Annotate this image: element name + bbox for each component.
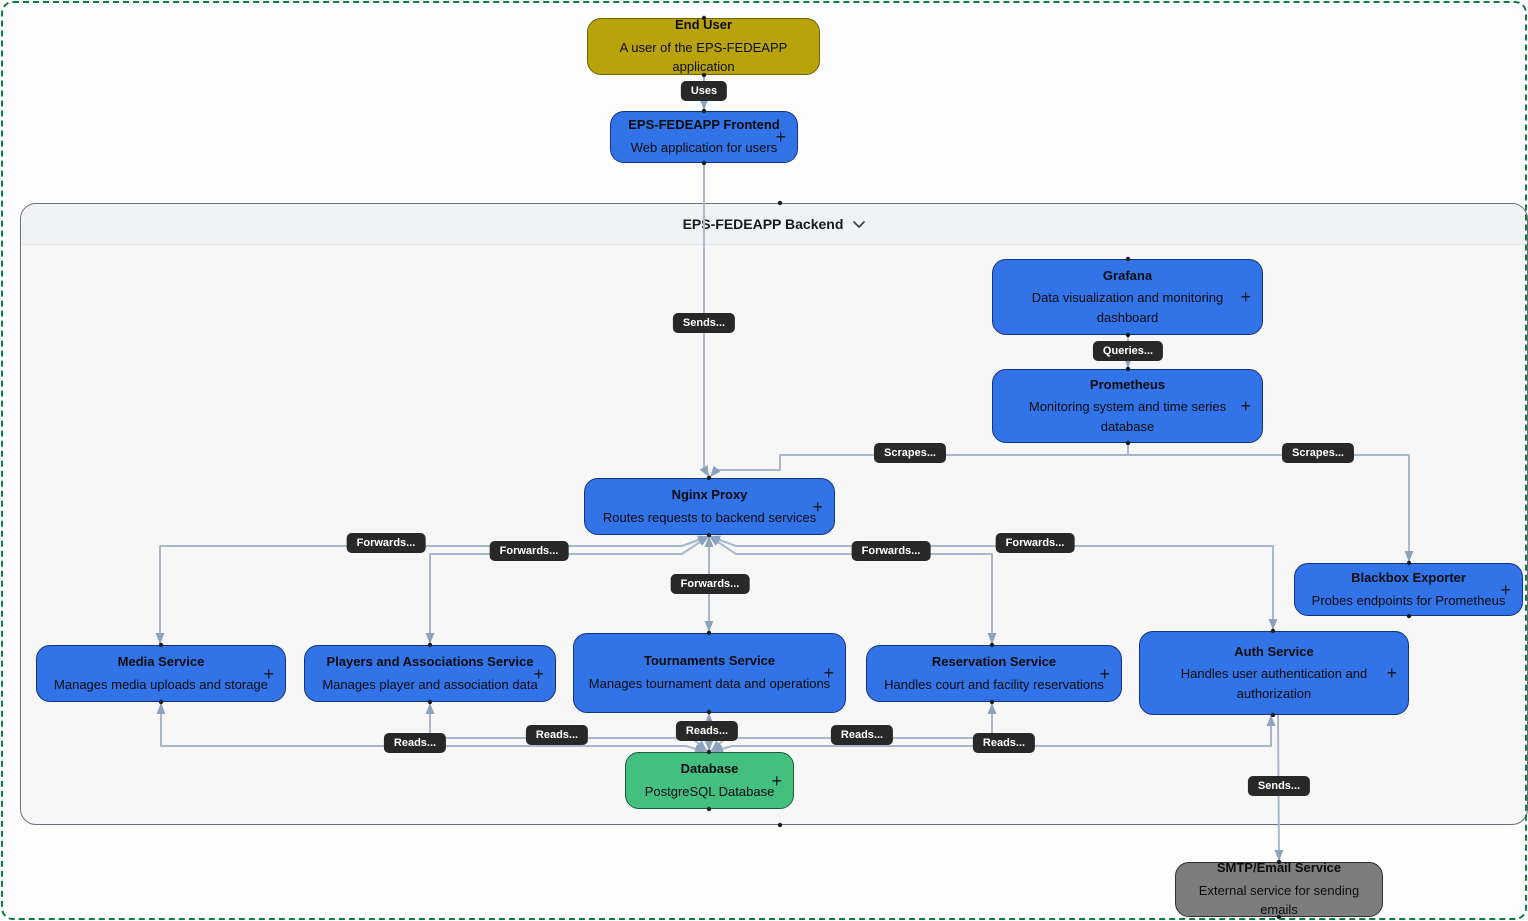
node-frontend[interactable]: EPS-FEDEAPP Frontend Web application for… bbox=[610, 111, 798, 163]
backend-container[interactable]: EPS-FEDEAPP Backend bbox=[20, 203, 1528, 825]
node-grafana[interactable]: Grafana Data visualization and monitorin… bbox=[992, 259, 1263, 335]
chevron-down-icon[interactable] bbox=[853, 221, 866, 229]
node-description: Data visualization and monitoring dashbo… bbox=[1031, 290, 1224, 325]
node-description: Routes requests to backend services bbox=[602, 509, 817, 525]
edge-label-reads-media[interactable]: Reads... bbox=[383, 733, 447, 753]
edge-label-reads-players[interactable]: Reads... bbox=[525, 725, 589, 745]
node-description: Handles user authentication and authoriz… bbox=[1180, 666, 1368, 701]
node-title: Blackbox Exporter bbox=[1351, 569, 1466, 585]
backend-container-title: EPS-FEDEAPP Backend bbox=[682, 216, 844, 232]
expand-plus-icon[interactable]: + bbox=[771, 770, 782, 791]
node-description: Probes endpoints for Prometheus bbox=[1311, 592, 1506, 608]
node-end-user[interactable]: End User A user of the EPS-FEDEAPP appli… bbox=[587, 17, 820, 75]
node-description: Monitoring system and time series databa… bbox=[1028, 399, 1227, 434]
expand-plus-icon[interactable]: + bbox=[1386, 663, 1397, 683]
node-description: PostgreSQL Database bbox=[644, 783, 775, 799]
node-title: EPS-FEDEAPP Frontend bbox=[628, 117, 780, 133]
expand-plus-icon[interactable]: + bbox=[812, 496, 823, 517]
edge-scrapes-blackbox[interactable] bbox=[1127, 443, 1410, 562]
edge-label-reads-auth[interactable]: Reads... bbox=[972, 733, 1036, 753]
node-description: A user of the EPS-FEDEAPP application bbox=[619, 39, 788, 75]
node-title: Auth Service bbox=[1234, 643, 1314, 659]
node-title: Prometheus bbox=[1089, 376, 1166, 392]
node-description: Web application for users bbox=[630, 140, 778, 156]
node-description: Handles court and facility reservations bbox=[884, 676, 1104, 692]
node-title: Nginx Proxy bbox=[671, 486, 748, 502]
node-title: Media Service bbox=[117, 653, 205, 669]
expand-plus-icon[interactable]: + bbox=[533, 663, 544, 684]
node-tournaments[interactable]: Tournaments Service Manages tournament d… bbox=[573, 633, 846, 713]
edge-label-sends-to-nginx[interactable]: Sends... bbox=[672, 313, 736, 333]
node-media[interactable]: Media Service Manages media uploads and … bbox=[36, 645, 286, 702]
node-prometheus[interactable]: Prometheus Monitoring system and time se… bbox=[992, 369, 1263, 443]
edge-sends-to-nginx[interactable] bbox=[703, 163, 710, 478]
node-reservation[interactable]: Reservation Service Handles court and fa… bbox=[866, 645, 1122, 702]
edge-label-forwards-tournaments[interactable]: Forwards... bbox=[670, 574, 750, 594]
node-description: External service for sending emails bbox=[1198, 882, 1360, 918]
node-description: Manages media uploads and storage bbox=[54, 676, 268, 692]
edge-label-forwards-players[interactable]: Forwards... bbox=[489, 541, 569, 561]
edge-label-forwards-media[interactable]: Forwards... bbox=[346, 533, 426, 553]
edge-label-uses[interactable]: Uses bbox=[680, 81, 728, 101]
edge-label-forwards-reservation[interactable]: Forwards... bbox=[851, 541, 931, 561]
edge-label-reads-reservation[interactable]: Reads... bbox=[830, 725, 894, 745]
node-title: Database bbox=[680, 760, 739, 776]
node-blackbox[interactable]: Blackbox Exporter Probes endpoints for P… bbox=[1294, 563, 1523, 616]
expand-plus-icon[interactable]: + bbox=[1240, 287, 1251, 307]
node-title: Players and Associations Service bbox=[326, 653, 534, 669]
edge-label-scrapes-nginx[interactable]: Scrapes... bbox=[874, 443, 946, 463]
node-players[interactable]: Players and Associations Service Manages… bbox=[304, 645, 556, 702]
expand-plus-icon[interactable]: + bbox=[263, 663, 274, 684]
node-title: Reservation Service bbox=[931, 653, 1057, 669]
node-title: End User bbox=[674, 17, 733, 33]
node-description: Manages player and association data bbox=[322, 676, 538, 692]
node-title: SMTP/Email Service bbox=[1216, 860, 1342, 876]
node-auth[interactable]: Auth Service Handles user authentication… bbox=[1139, 631, 1409, 715]
backend-container-header: EPS-FEDEAPP Backend bbox=[21, 204, 1527, 245]
expand-plus-icon[interactable]: + bbox=[1240, 396, 1251, 416]
expand-plus-icon[interactable]: + bbox=[1099, 663, 1110, 684]
edge-label-scrapes-blackbox[interactable]: Scrapes... bbox=[1282, 443, 1354, 463]
edge-label-sends-email[interactable]: Sends... bbox=[1247, 776, 1311, 796]
node-title: Tournaments Service bbox=[643, 653, 776, 669]
edge-label-reads-tournaments[interactable]: Reads... bbox=[675, 721, 739, 741]
expand-plus-icon[interactable]: + bbox=[775, 127, 786, 147]
node-title: Grafana bbox=[1102, 267, 1153, 283]
edge-label-queries[interactable]: Queries... bbox=[1092, 341, 1164, 361]
node-smtp[interactable]: SMTP/Email Service External service for … bbox=[1175, 860, 1383, 918]
node-description: Manages tournament data and operations bbox=[588, 676, 831, 692]
expand-plus-icon[interactable]: + bbox=[1500, 579, 1511, 600]
node-database[interactable]: Database PostgreSQL Database + bbox=[625, 752, 794, 809]
expand-plus-icon[interactable]: + bbox=[823, 663, 834, 683]
node-nginx[interactable]: Nginx Proxy Routes requests to backend s… bbox=[584, 478, 835, 535]
edge-label-forwards-auth[interactable]: Forwards... bbox=[995, 533, 1075, 553]
